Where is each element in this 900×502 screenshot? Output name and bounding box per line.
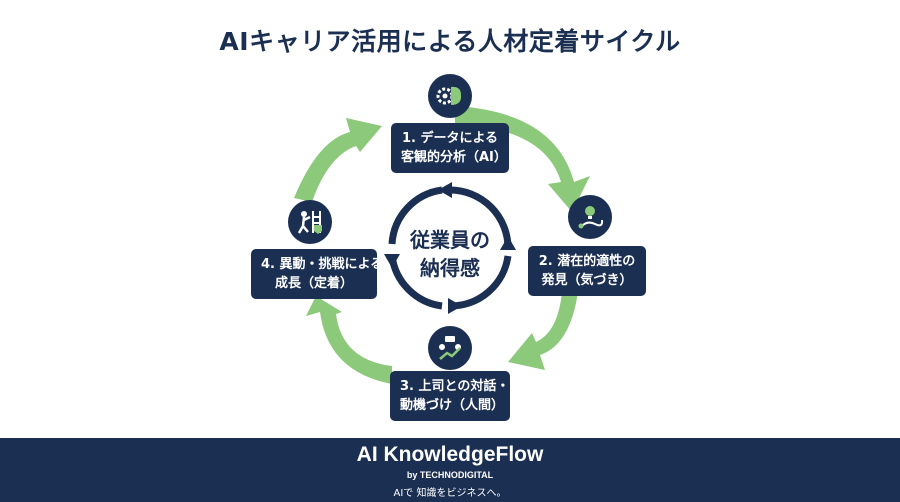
climbing-ladder-icon [288, 200, 332, 244]
footer-byline: by TECHNODIGITAL [406, 470, 494, 480]
arrow-step2-to-step3 [508, 292, 578, 370]
center-cycle-ring [388, 186, 512, 310]
step-1-box: 1. データによる 客観的分析（AI） [391, 123, 509, 173]
arrow-step4-to-step1 [294, 118, 382, 202]
step-2-line2: 発見（気づき） [541, 273, 633, 288]
arrow-step3-to-step4 [306, 296, 392, 384]
step-2-box: 2. 潜在的適性の 発見（気づき） [528, 246, 646, 296]
page-title: AIキャリア活用による人材定着サイクル [219, 27, 681, 56]
brain-gear-icon [428, 74, 472, 118]
step-1-line2: 客観的分析（AI） [401, 150, 507, 165]
step-4-line1: 4. 異動・挑戦による [261, 257, 384, 272]
center-line1: 従業員の [410, 228, 490, 252]
arrow-step1-to-step2 [455, 106, 590, 212]
center-label: 従業員の 納得感 [380, 226, 520, 282]
footer-brand: AI KnowledgeFlow [356, 443, 544, 466]
cycle-diagram: 1. データによる 客観的分析（AI） 2. 潜在的適性の 発見（気づき） 3.… [251, 74, 646, 421]
step-3-line1: 3. 上司との対話・ [400, 379, 510, 394]
footer-banner: AI KnowledgeFlow by TECHNODIGITAL AIで 知識… [0, 438, 900, 502]
center-ring-arrowheads [384, 182, 516, 314]
center-line2: 納得感 [420, 256, 480, 280]
conversation-growth-icon [428, 326, 472, 370]
step-2-line1: 2. 潜在的適性の [538, 254, 636, 269]
step-3-box: 3. 上司との対話・ 動機づけ（人間） [390, 371, 510, 421]
step-1-line1: 1. データによる [401, 131, 499, 146]
step-4-line2: 成長（定着） [274, 276, 353, 291]
cycle-arrows [294, 106, 590, 384]
step-4-box: 4. 異動・挑戦による 成長（定着） [251, 249, 384, 299]
footer-tagline: AIで 知識をビジネスへ。 [393, 488, 507, 499]
lightbulb-path-icon [568, 195, 612, 239]
step-3-line2: 動機づけ（人間） [400, 398, 505, 413]
